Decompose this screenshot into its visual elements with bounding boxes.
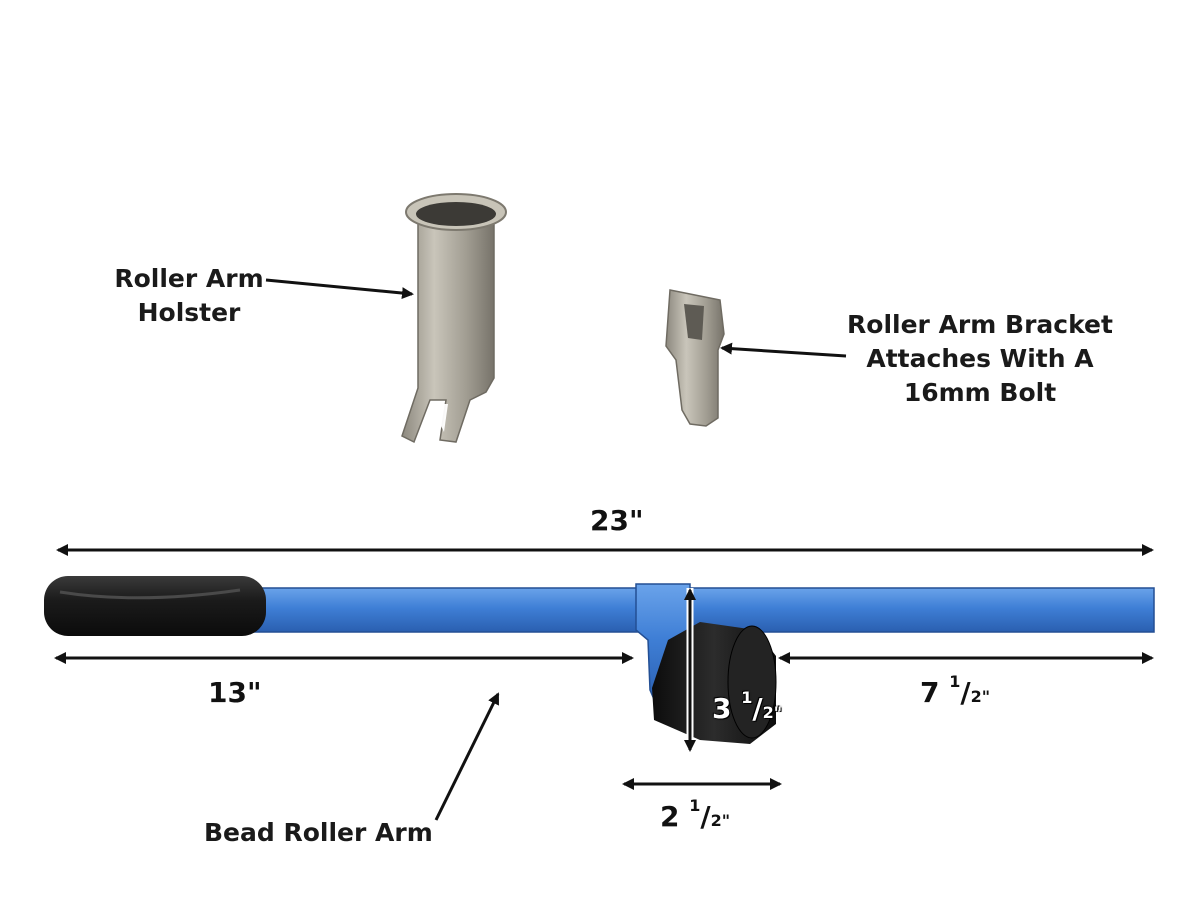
holster-label-line2: Holster [137, 298, 241, 327]
roller-width-whole: 2 [660, 800, 680, 833]
holster-label-line1: Roller Arm [114, 264, 264, 293]
roller-height-numerator: 1 [741, 688, 753, 707]
roller-arm-bracket [665, 289, 725, 427]
overall-length-label: 23" [590, 504, 644, 537]
bracket-leader-arrow [720, 342, 847, 358]
roller-height-whole: 3 [712, 692, 732, 725]
end-length-numerator: 1 [949, 672, 961, 691]
roller-height-denominator: 2" [762, 703, 783, 722]
fraction-slash: / [752, 692, 763, 725]
end-length-denominator: 2" [970, 687, 991, 706]
handle-length-label: 13" [208, 676, 262, 709]
roller-width-numerator: 1 [689, 796, 701, 815]
arm-leader-arrow [434, 692, 500, 821]
end-length-whole: 7 [920, 676, 940, 709]
bracket-label-line3: 16mm Bolt [903, 378, 1057, 407]
bead-roller-arm [44, 576, 1155, 744]
end-length-label: 7 1/2" [920, 672, 991, 709]
arm-label: Bead Roller Arm [204, 818, 433, 847]
bracket-label-line2: Attaches With A [866, 344, 1094, 373]
fraction-slash: / [700, 800, 711, 833]
bracket-label-line1: Roller Arm Bracket [847, 310, 1113, 339]
bracket-label: Roller Arm Bracket Attaches With A 16mm … [838, 308, 1122, 410]
roller-width-label: 2 1/2" [660, 796, 731, 833]
holster-label: Roller Arm Holster [108, 262, 270, 330]
roller-width-denominator: 2" [710, 811, 731, 830]
roller-height-label: 3 1/2" [712, 688, 783, 725]
fraction-slash: / [960, 676, 971, 709]
holster-leader-arrow [265, 278, 414, 300]
roller-arm-holster [401, 193, 507, 444]
